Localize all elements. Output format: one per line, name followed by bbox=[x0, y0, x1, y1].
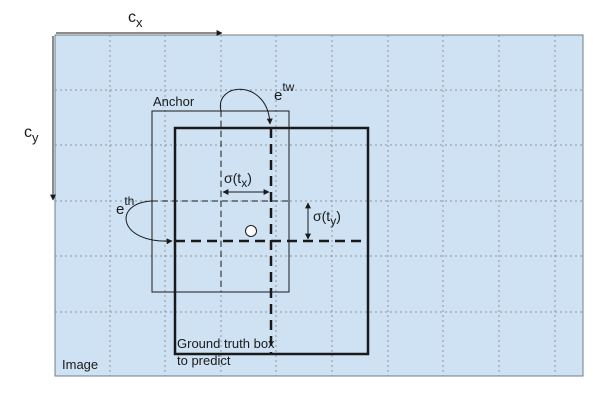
cx-label: cx bbox=[128, 9, 143, 30]
image-area bbox=[54, 34, 584, 377]
center-point bbox=[245, 225, 257, 237]
grid bbox=[55, 35, 583, 376]
etw-curve-arrow bbox=[219, 88, 273, 125]
eth-label: eth bbox=[116, 194, 134, 218]
eth-curve-arrow bbox=[125, 200, 173, 245]
cy-label: cy bbox=[24, 124, 39, 145]
anchor-label: Anchor bbox=[153, 94, 195, 109]
ground-truth-label: Ground truth box to predict bbox=[177, 336, 278, 368]
image-label: Image bbox=[62, 357, 98, 372]
sigma-ty-label: σ(ty) bbox=[313, 208, 341, 228]
sigma-tx-label: σ(tx) bbox=[224, 170, 252, 190]
etw-label: etw bbox=[274, 80, 295, 104]
